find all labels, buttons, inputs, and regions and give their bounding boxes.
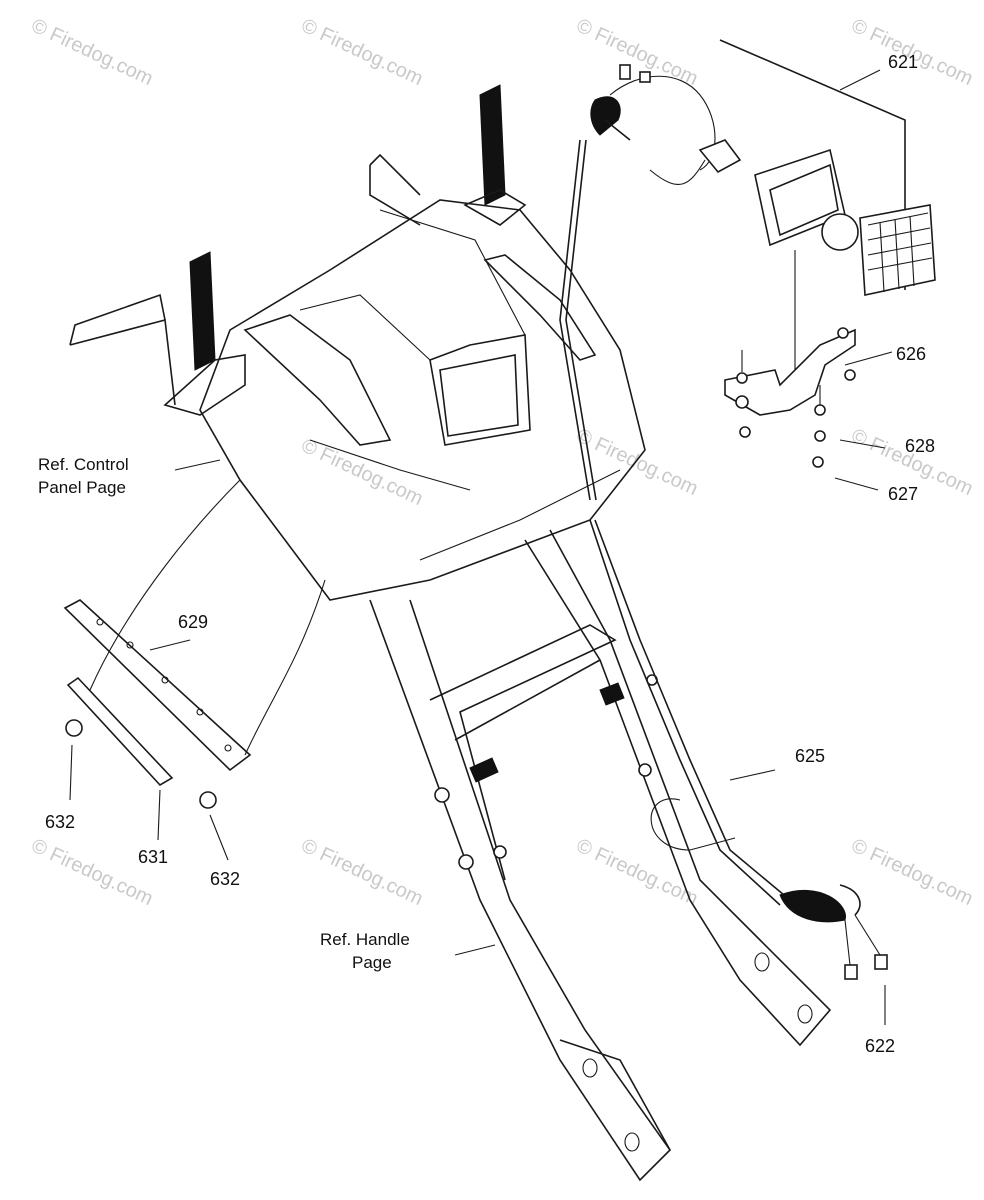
leader-lines [69,69,893,1025]
wire-harness [589,519,888,980]
watermark: © Firedog.com [848,835,976,910]
panel-plate [63,479,326,809]
bracket-hardware [724,250,856,468]
watermark: © Firedog.com [573,425,701,500]
light-assembly [698,39,936,296]
light-wiring [559,64,716,501]
note-handle-line2: Page [352,953,392,972]
callout-632-right: 632 [210,869,240,889]
watermark: © Firedog.com [28,15,156,90]
callout-626: 626 [896,344,926,364]
note-control-line1: Ref. Control [38,455,129,474]
callout-629: 629 [178,612,208,632]
handle-frame [369,529,832,1182]
callout-627: 627 [888,484,918,504]
control-panel [69,84,646,601]
callout-628: 628 [905,436,935,456]
callout-632-left: 632 [45,812,75,832]
callout-621: 621 [888,52,918,72]
callout-622: 622 [865,1036,895,1056]
watermark: © Firedog.com [28,835,156,910]
watermark: © Firedog.com [298,15,426,90]
watermark: © Firedog.com [573,835,701,910]
note-handle-line1: Ref. Handle [320,930,410,949]
watermark: © Firedog.com [573,15,701,90]
callout-625: 625 [795,746,825,766]
note-control-line2: Panel Page [38,478,126,497]
watermark: © Firedog.com [298,835,426,910]
callout-631: 631 [138,847,168,867]
